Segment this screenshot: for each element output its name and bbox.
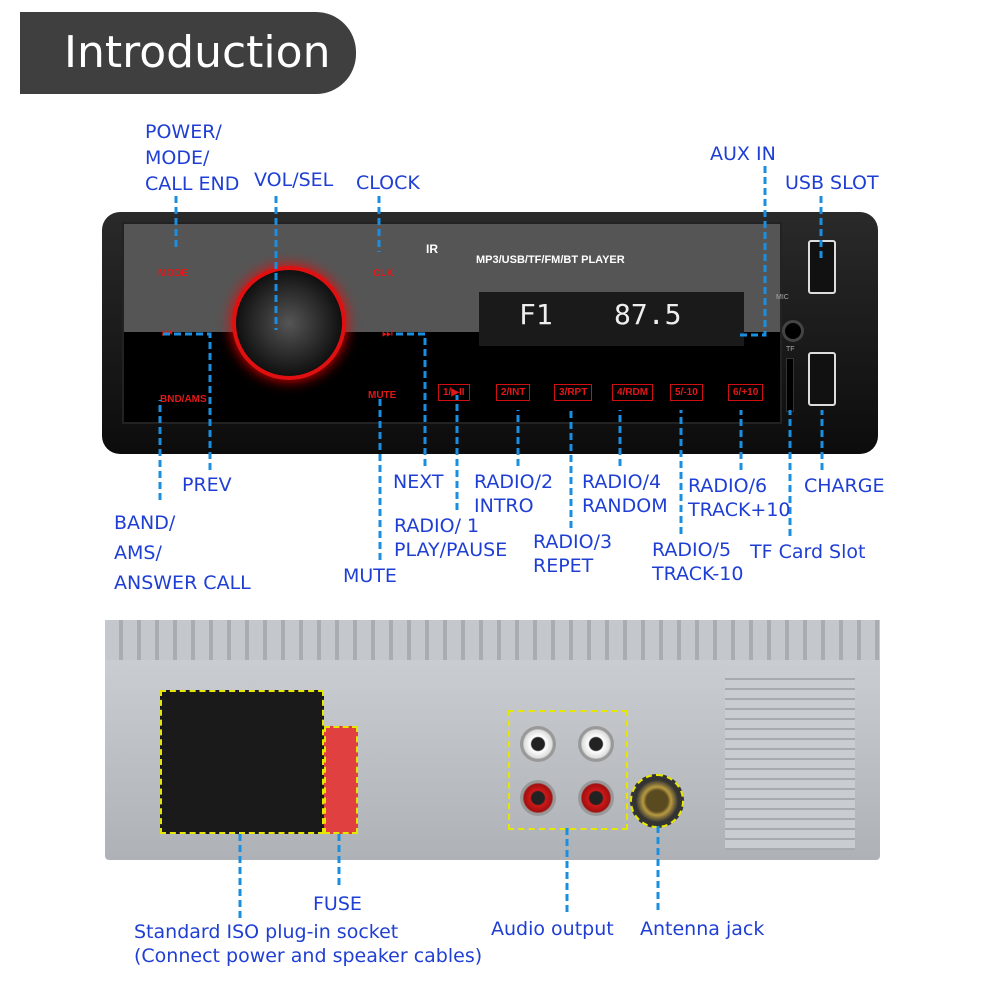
player-title: MP3/USB/TF/FM/BT PLAYER xyxy=(476,254,625,266)
label-clock: CLOCK xyxy=(356,172,420,194)
frequency-display: 87.5 xyxy=(614,298,682,331)
aux-jack xyxy=(782,320,804,342)
next-icon: ⏭ xyxy=(382,326,393,340)
label-next: NEXT xyxy=(393,471,444,493)
mute-button: MUTE xyxy=(368,390,397,401)
label-mute: MUTE xyxy=(343,565,397,587)
label-antenna-jack: Antenna jack xyxy=(640,918,765,940)
label-vol-sel: VOL/SEL xyxy=(254,169,334,191)
antenna-jack xyxy=(630,774,684,828)
label-fuse: FUSE xyxy=(313,893,362,915)
button-5: 5/-10 xyxy=(670,384,703,401)
label-band: BAND/AMS/ANSWER CALL xyxy=(114,512,251,594)
label-usb-slot: USB SLOT xyxy=(785,172,879,194)
tf-label: TF xyxy=(786,346,795,353)
button-2: 2/INT xyxy=(496,384,531,401)
iso-socket xyxy=(160,690,324,834)
label-iso-socket: Standard ISO plug-in socket(Connect powe… xyxy=(134,921,483,967)
button-4: 4/RDM xyxy=(612,384,654,401)
page-title: Introduction xyxy=(20,12,356,94)
usb-slot xyxy=(808,240,836,294)
button-1: 1/▶II xyxy=(438,384,470,401)
band-display: F1 xyxy=(519,298,553,331)
charge-usb-slot xyxy=(808,352,836,406)
label-aux-in: AUX IN xyxy=(710,143,776,165)
audio-output xyxy=(508,710,628,830)
button-6: 6/+10 xyxy=(728,384,764,401)
ir-sensor: IR xyxy=(426,242,438,256)
label-tf-card-slot: TF Card Slot xyxy=(750,541,866,563)
radio-front-panel: MODE CLK ⏮ ⏭ BND/AMS MUTE 1/▶II 2/INT 3/… xyxy=(102,212,878,454)
band-button: BND/AMS xyxy=(160,394,207,405)
label-audio-output: Audio output xyxy=(491,918,614,940)
mic-label: MIC xyxy=(776,294,789,301)
clock-button: CLK xyxy=(373,268,394,279)
button-3: 3/RPT xyxy=(554,384,593,401)
faceplate: MODE CLK ⏮ ⏭ BND/AMS MUTE 1/▶II 2/INT 3/… xyxy=(122,222,782,424)
volume-knob xyxy=(232,266,346,380)
mode-button: MODE xyxy=(158,268,188,279)
label-prev: PREV xyxy=(182,474,232,496)
label-power: POWER/MODE/CALL END xyxy=(145,121,240,195)
fuse xyxy=(324,726,358,834)
label-charge: CHARGE xyxy=(804,475,885,497)
